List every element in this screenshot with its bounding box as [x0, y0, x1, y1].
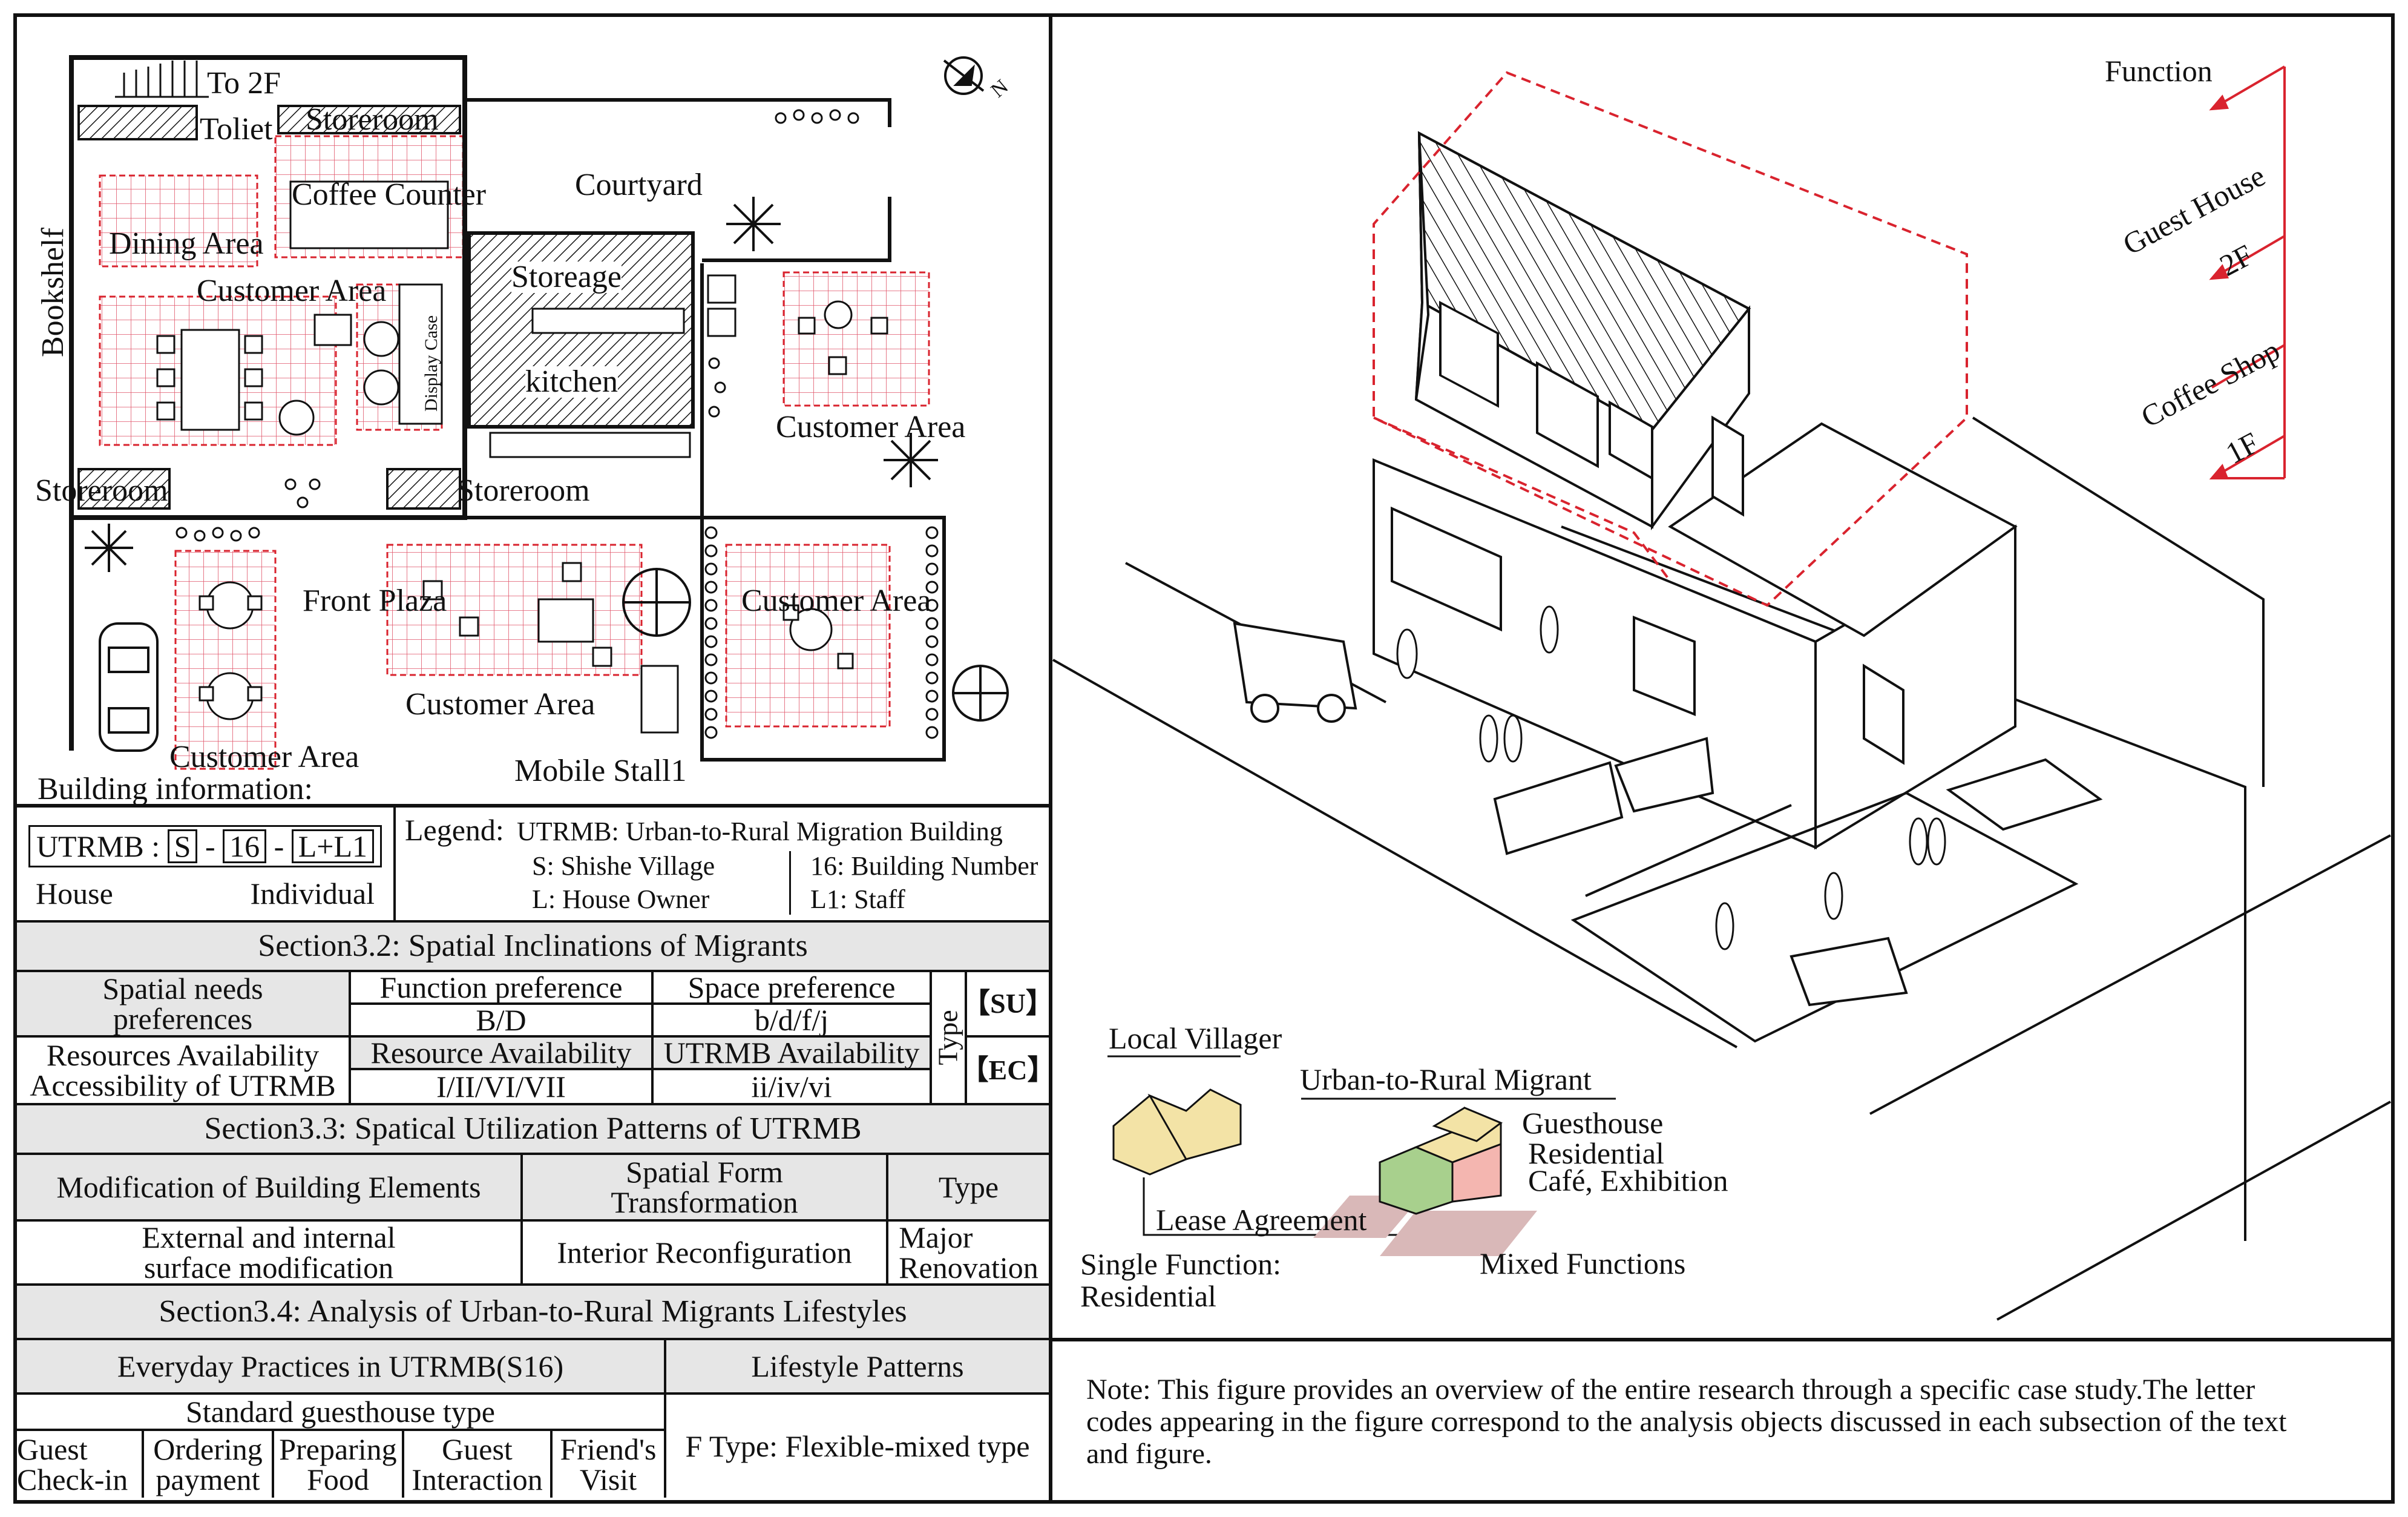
function-pref-header: Function preference — [351, 972, 654, 1005]
plan-label-toilet: Toliet — [200, 112, 273, 146]
section32-title: Section3.2: Spatial Inclinations of Migr… — [258, 929, 808, 963]
plan-label-storeroom-left: Storeroom — [35, 473, 168, 508]
spatial-form-value: Interior Reconfiguration — [523, 1222, 888, 1283]
plan-label-storeroom-top: Storeroom — [306, 102, 439, 137]
section32-body: Spatial needs preferences Function prefe… — [17, 972, 1055, 1105]
modification-value: External and internal surface modificati… — [17, 1222, 523, 1283]
function-pref-value: B/D — [351, 1005, 654, 1038]
lease-agreement-label: Lease Agreement — [1156, 1203, 1367, 1237]
figure-note: Note: This figure provides an overview o… — [1086, 1374, 2287, 1470]
utrmb-avail-value: ii/iv/vi — [654, 1070, 932, 1103]
practice-preparing-food: Preparing Food — [274, 1431, 404, 1498]
mixed-functions-label: Mixed Functions — [1480, 1246, 1686, 1280]
transformation-diagram — [1107, 1055, 1616, 1256]
local-villager-label: Local Villager — [1109, 1021, 1282, 1055]
plan-label-coffee-counter: Coffee Counter — [292, 177, 487, 212]
plan-label-customer-area-inner: Customer Area — [197, 274, 387, 308]
code-16: 16 — [223, 829, 267, 863]
type-value-33: Major Renovation — [899, 1220, 1038, 1285]
legend-16: 16: Building Number — [810, 851, 1038, 881]
space-pref-header: Space preference — [654, 972, 932, 1005]
utrmb-avail-header: UTRMB Availability — [654, 1038, 932, 1070]
building-information-label: Building information: — [38, 772, 313, 806]
guesthouse-label: Guesthouse — [1522, 1106, 1664, 1140]
plan-label-customer-area-courtyard: Customer Area — [741, 584, 931, 618]
plan-label-to-2f: To 2F — [207, 66, 281, 100]
legend-utrmb: UTRMB: Urban-to-Rural Migration Building — [517, 817, 1003, 846]
house-label: House — [36, 877, 113, 910]
resource-avail-value: I/II/VI/VII — [351, 1070, 654, 1103]
lifestyle-header: Lifestyle Patterns — [751, 1349, 964, 1383]
plan-label-kitchen: kitchen — [525, 364, 618, 399]
residential-label: Residential — [1528, 1136, 1664, 1170]
section33-value-row: External and internal surface modificati… — [17, 1222, 1049, 1286]
axonometric-drawing — [1052, 65, 2391, 1321]
legend-cell: Legend: UTRMB: Urban-to-Rural Migration … — [396, 808, 1049, 920]
practice-guest-checkin: Guest Check-in — [17, 1431, 144, 1498]
function-axis — [2209, 65, 2286, 479]
spatial-needs-cell: Spatial needs preferences — [17, 972, 351, 1038]
space-pref-value: b/d/f/j — [654, 1005, 932, 1038]
code-dash-2: - — [274, 829, 284, 863]
plan-label-front-plaza: Front Plaza — [303, 584, 447, 618]
lifestyle-value: F Type: Flexible-mixed type — [685, 1429, 1030, 1463]
section32-title-row: Section3.2: Spatial Inclinations of Migr… — [17, 923, 1049, 972]
plan-label-mobile-stall: Mobile Stall1 — [514, 754, 687, 788]
section33-header-row: Modification of Building Elements Spatia… — [17, 1155, 1049, 1222]
resource-avail-header: Resource Availability — [351, 1038, 654, 1070]
building-info-table: UTRMB : S - 16 - L+L1 House Individual L… — [17, 808, 1055, 1500]
ec-label: 【EC】 — [960, 1055, 1055, 1085]
plan-label-customer-area-bottom-left: Customer Area — [169, 740, 359, 774]
plan-label-customer-area-right: Customer Area — [776, 410, 966, 444]
plan-label-storeroom-mid: Storeroom — [457, 473, 590, 508]
type-cell: Type — [932, 972, 967, 1103]
type-header-33: Type — [938, 1170, 999, 1204]
practice-guest-interaction: Guest Interaction — [404, 1431, 553, 1498]
modification-header: Modification of Building Elements — [17, 1155, 523, 1219]
building-code: UTRMB : S - 16 - L+L1 — [28, 825, 382, 867]
plan-label-courtyard: Courtyard — [575, 168, 703, 202]
legend-l1: L1: Staff — [810, 884, 905, 914]
plan-label-customer-area-plaza: Customer Area — [405, 687, 595, 722]
info-row: UTRMB : S - 16 - L+L1 House Individual L… — [17, 808, 1049, 923]
code-l: L+L1 — [291, 829, 375, 863]
left-horizontal-divider — [13, 804, 1052, 808]
code-s: S — [167, 829, 198, 863]
plan-label-storeage: Storeage — [511, 260, 622, 294]
right-horizontal-divider — [1049, 1338, 2395, 1341]
code-dash-1: - — [205, 829, 215, 863]
legend-title: Legend: — [405, 813, 504, 847]
resources-cell: Resources Availability Accessibility of … — [17, 1038, 351, 1103]
legend-l: L: House Owner — [532, 884, 710, 914]
practice-friends-visit: Friend's Visit — [553, 1431, 666, 1498]
single-function-label: Single Function: Residential — [1080, 1247, 1281, 1313]
urban-rural-migrant-label: Urban-to-Rural Migrant — [1300, 1062, 1592, 1096]
section34-body: Standard guesthouse type Guest Check-in … — [17, 1395, 1049, 1500]
code-prefix: UTRMB : — [36, 829, 160, 863]
figure-frame — [13, 13, 2395, 1504]
legend-s: S: Shishe Village — [532, 851, 715, 881]
section33-title: Section3.3: Spatical Utilization Pattern… — [204, 1111, 862, 1146]
standard-type: Standard guesthouse type — [17, 1395, 666, 1431]
individual-label: Individual — [250, 877, 375, 910]
su-label: 【SU】 — [962, 972, 1054, 1038]
plan-label-dining-area: Dining Area — [109, 226, 264, 261]
north-arrow — [943, 56, 985, 95]
vertical-divider — [1049, 13, 1052, 1504]
cafe-exhibition-label: Café, Exhibition — [1528, 1163, 1728, 1197]
section34-header-row: Everyday Practices in UTRMB(S16) Lifesty… — [17, 1340, 1049, 1395]
function-label: Function — [2105, 54, 2213, 88]
everyday-header: Everyday Practices in UTRMB(S16) — [17, 1340, 666, 1392]
guest-house-envelope — [1373, 71, 1968, 607]
spatial-form-header: Spatial Form Transformation — [523, 1155, 888, 1219]
section34-title-row: Section3.4: Analysis of Urban-to-Rural M… — [17, 1286, 1049, 1340]
building-code-cell: UTRMB : S - 16 - L+L1 House Individual — [17, 808, 396, 920]
floor-plan-drawing — [69, 55, 1009, 770]
section33-title-row: Section3.3: Spatical Utilization Pattern… — [17, 1105, 1049, 1155]
section34-title: Section3.4: Analysis of Urban-to-Rural M… — [159, 1294, 907, 1329]
practice-ordering-payment: Ordering payment — [144, 1431, 274, 1498]
